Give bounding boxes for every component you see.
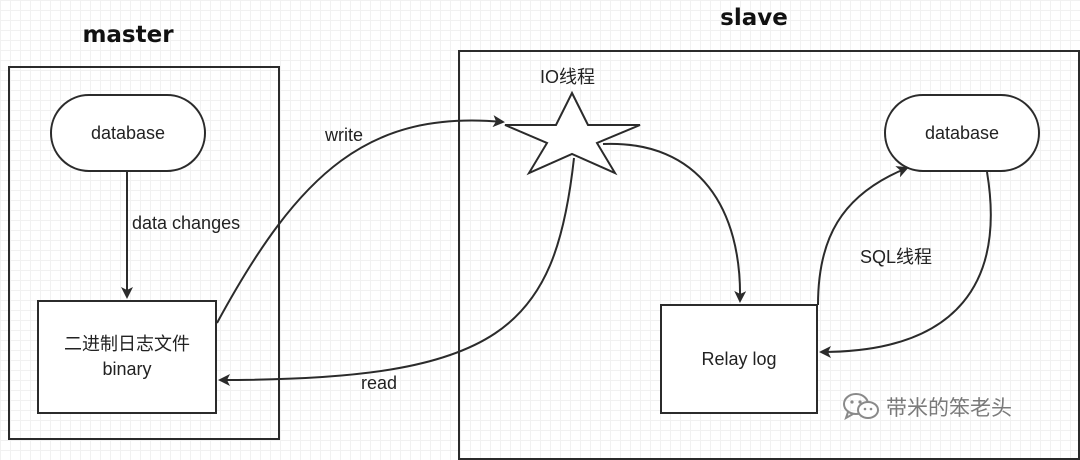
data-changes-label: data changes (132, 213, 241, 233)
slave-database-node: database (884, 94, 1040, 172)
io-to-relay-arrow (602, 142, 747, 303)
binlog-node: 二进制日志文件 binary (37, 300, 217, 414)
read-arrow (218, 157, 575, 386)
sql-thread-label: SQL线程 (860, 247, 933, 267)
relay-to-slave-db-arrow (817, 166, 909, 306)
watermark: 带米的笨老头 (842, 390, 1012, 424)
slave-database-label: database (924, 122, 1000, 143)
master-panel (8, 66, 280, 440)
io-thread-star-icon (504, 90, 641, 176)
watermark-text: 带米的笨老头 (886, 396, 1012, 420)
slave-db-to-relay-arrow (819, 171, 992, 358)
master-title: master (82, 22, 174, 48)
binlog-label-line2: binary (102, 359, 152, 379)
relay-log-node: Relay log (660, 304, 818, 414)
write-arrow (216, 115, 505, 324)
read-label: read (361, 373, 398, 393)
write-label: write (325, 125, 364, 145)
wechat-icon (843, 393, 879, 421)
master-database-node: database (50, 94, 206, 172)
binlog-label-line1: 二进制日志文件 (64, 334, 190, 354)
master-database-label: database (90, 122, 166, 143)
io-thread-label: IO线程 (540, 67, 596, 87)
relay-log-label: Relay log (701, 348, 777, 369)
slave-title: slave (720, 5, 788, 31)
